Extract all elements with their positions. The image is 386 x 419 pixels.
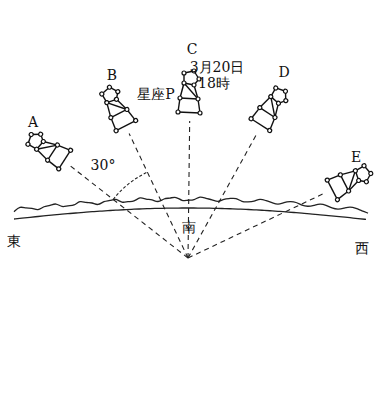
star <box>113 128 118 133</box>
time-label: 18時 <box>198 76 230 91</box>
star <box>34 146 39 151</box>
star <box>361 163 366 168</box>
star <box>273 85 278 90</box>
sight-line <box>188 133 257 258</box>
position-letter: D <box>278 65 289 80</box>
star <box>56 166 61 171</box>
sight-line <box>129 134 188 258</box>
star <box>115 89 120 94</box>
star <box>364 179 369 184</box>
star <box>335 197 340 202</box>
star <box>114 97 119 102</box>
star <box>356 178 361 183</box>
star <box>283 98 288 103</box>
constellation-line <box>326 180 338 200</box>
star <box>108 115 113 120</box>
skyline <box>14 197 368 213</box>
star <box>198 111 202 115</box>
star <box>368 171 373 176</box>
star <box>104 100 109 105</box>
direction-label: 西 <box>355 241 369 256</box>
position-letter: B <box>107 68 117 83</box>
constellation-line <box>251 119 271 131</box>
star <box>338 172 343 177</box>
star <box>276 101 281 106</box>
star <box>257 105 262 110</box>
star <box>346 188 351 193</box>
star <box>248 116 253 121</box>
sight-line <box>188 121 190 258</box>
star <box>55 142 60 147</box>
star <box>325 177 330 182</box>
star <box>272 115 277 120</box>
position-letter: E <box>351 150 361 165</box>
constellation-line <box>37 137 58 157</box>
star <box>133 118 138 123</box>
star <box>268 94 273 99</box>
star <box>192 83 196 87</box>
star <box>41 139 46 144</box>
star <box>353 168 358 173</box>
constellation-line <box>263 97 283 118</box>
constellation-p <box>93 81 139 134</box>
star <box>196 97 200 101</box>
sight-line <box>70 166 188 258</box>
constellation-line <box>180 98 198 99</box>
star <box>267 128 272 133</box>
star <box>124 107 129 112</box>
star <box>38 131 43 136</box>
constellation-line <box>184 83 198 99</box>
star <box>107 84 112 89</box>
star <box>99 91 104 96</box>
constellation-line <box>116 120 136 132</box>
angle-arc <box>113 172 147 199</box>
star <box>182 81 186 85</box>
constellation-line <box>178 112 200 113</box>
constellation-name: 星座P <box>137 87 174 102</box>
star <box>283 88 288 93</box>
constellation-line <box>59 150 71 170</box>
constellation-line <box>107 96 127 117</box>
constellation-line <box>342 171 363 191</box>
star <box>68 148 73 153</box>
date-label: 3月20日 <box>190 60 245 75</box>
constellation-p <box>20 127 73 173</box>
angle-label: 30° <box>91 158 116 173</box>
star <box>182 71 186 75</box>
star <box>45 157 50 162</box>
star <box>25 141 30 146</box>
constellation-p <box>324 157 377 203</box>
star <box>176 110 180 114</box>
horizon-line <box>14 208 366 219</box>
star <box>28 132 33 137</box>
constellation-p <box>248 80 294 133</box>
sight-line <box>188 193 325 258</box>
direction-label: 南 <box>182 220 196 235</box>
position-letter: A <box>28 115 38 130</box>
position-letter: C <box>187 42 198 57</box>
star <box>178 96 182 100</box>
direction-label: 東 <box>7 234 21 249</box>
